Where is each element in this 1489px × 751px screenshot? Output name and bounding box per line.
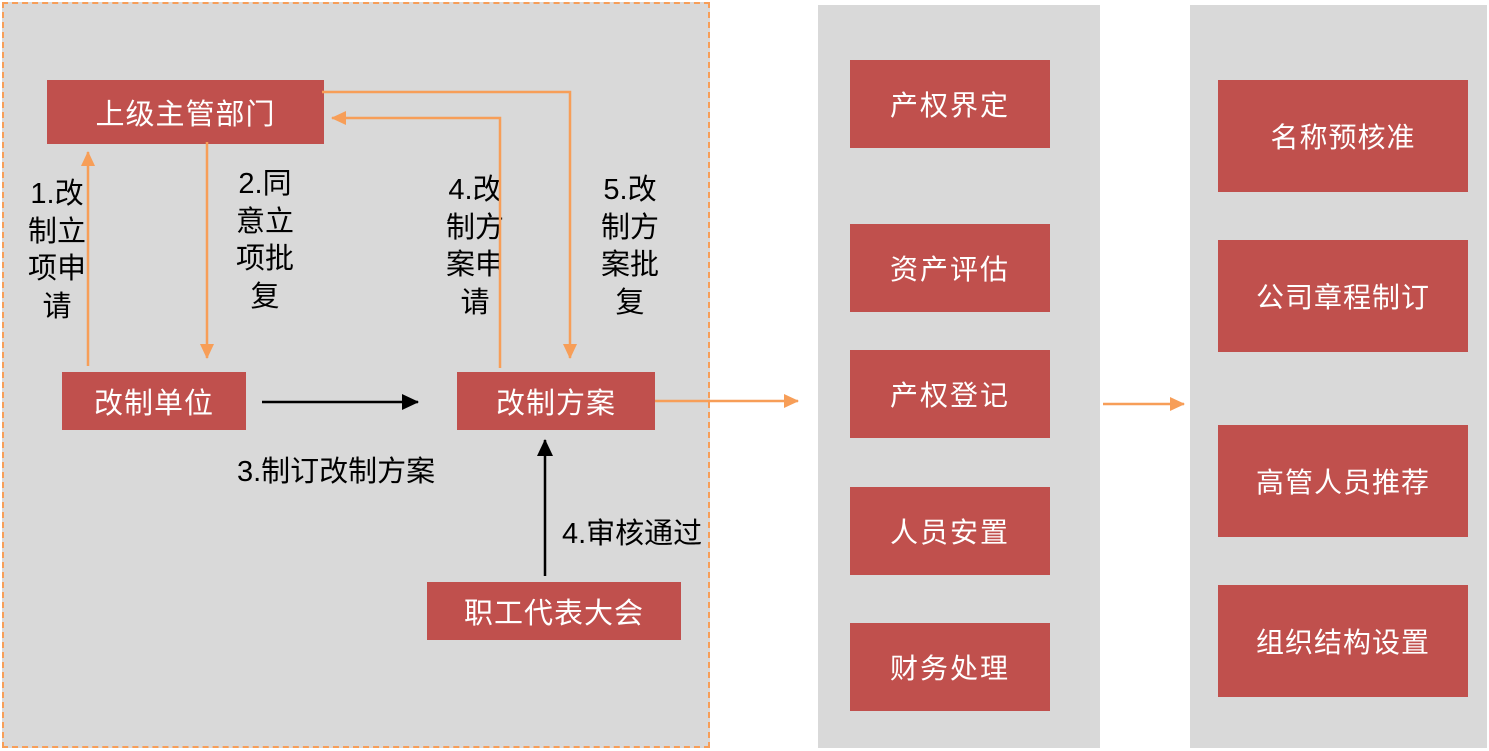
node-restructuring-unit: 改制单位 (62, 372, 246, 430)
step-asset-valuation: 资产评估 (850, 224, 1050, 312)
label-step3-draft-plan: 3.制订改制方案 (237, 456, 436, 488)
step-financial-processing: 财务处理 (850, 623, 1050, 711)
property-work-panel: 产权界定 资产评估 产权登记 人员安置 财务处理 (818, 5, 1100, 748)
step-org-structure-setup: 组织结构设置 (1218, 585, 1468, 697)
step-personnel-placement: 人员安置 (850, 487, 1050, 575)
step-property-rights-registration: 产权登记 (850, 350, 1050, 438)
label-step4-review-passed: 4.审核通过 (562, 518, 703, 550)
label-step5-plan-approval: 5.改 制方 案批 复 (600, 174, 659, 320)
step-name-preapproval: 名称预核准 (1218, 80, 1468, 192)
label-step4-plan-application: 4.改 制方 案申 请 (445, 174, 504, 320)
node-restructuring-plan: 改制方案 (457, 372, 655, 430)
step-articles-drafting: 公司章程制订 (1218, 240, 1468, 352)
company-setup-panel: 名称预核准 公司章程制订 高管人员推荐 组织结构设置 (1190, 5, 1487, 748)
node-superior-department: 上级主管部门 (47, 80, 324, 144)
label-step1-project-application: 1.改 制立 项申 请 (27, 178, 86, 324)
step-executive-recommendation: 高管人员推荐 (1218, 425, 1468, 537)
restructuring-approval-panel: 上级主管部门 改制单位 改制方案 职工代表大会 1.改 制立 项申 请 2.同 … (2, 2, 710, 748)
node-workers-congress: 职工代表大会 (427, 582, 681, 640)
step-property-rights-definition: 产权界定 (850, 60, 1050, 148)
label-step2-project-approval: 2.同 意立 项批 复 (235, 168, 294, 314)
